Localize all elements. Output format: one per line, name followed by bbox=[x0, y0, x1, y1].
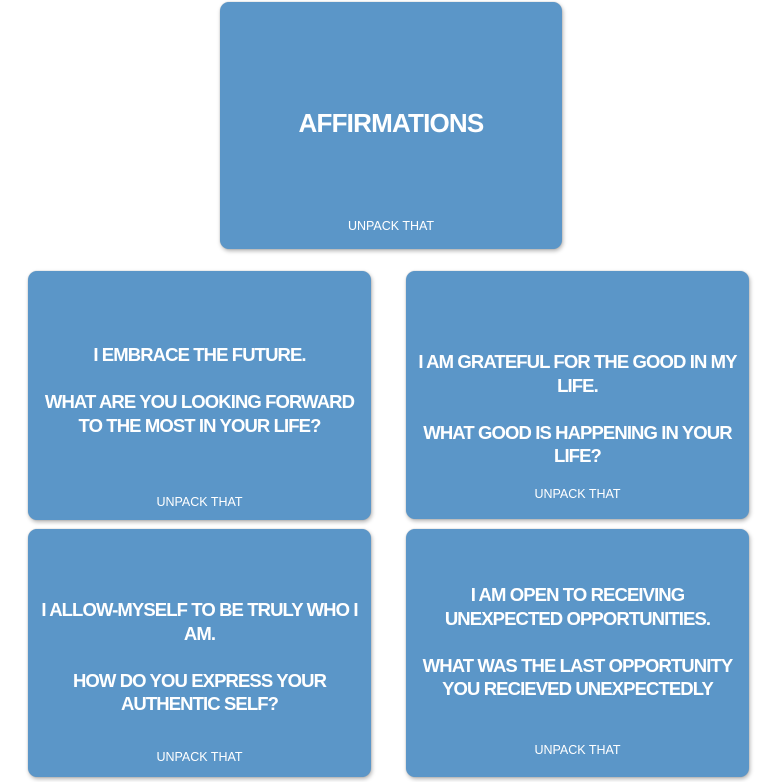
card-title: AFFIRMATIONS bbox=[298, 108, 485, 138]
card-affirmation: I AM GRATEFUL FOR THE GOOD IN MY LIFE. bbox=[418, 351, 737, 396]
card-brand: UNPACK THAT bbox=[534, 487, 621, 501]
card-brand: UNPACK THAT bbox=[534, 743, 621, 757]
title-card: AFFIRMATIONS UNPACK THAT bbox=[220, 2, 562, 249]
card-question: HOW DO YOU EXPRESS YOUR AUTHENTIC SELF? bbox=[72, 669, 327, 715]
card-question: WHAT ARE YOU LOOKING FORWARD TO THE MOST… bbox=[44, 391, 355, 436]
card-brand: UNPACK THAT bbox=[156, 495, 243, 509]
card-text: I AM GRATEFUL FOR THE GOOD IN MY LIFE. W… bbox=[414, 350, 741, 468]
card-question: WHAT WAS THE LAST OPPORTUNITY YOU RECIEV… bbox=[422, 654, 734, 700]
card-question: WHAT GOOD IS HAPPENING IN YOUR LIFE? bbox=[423, 421, 732, 467]
affirmation-card-grateful: I AM GRATEFUL FOR THE GOOD IN MY LIFE. W… bbox=[406, 271, 749, 519]
card-brand: UNPACK THAT bbox=[347, 219, 435, 233]
affirmation-card-authentic: I ALLOW-MYSELF TO BE TRULY WHO I AM. HOW… bbox=[28, 529, 371, 777]
affirmation-card-opportunities: I AM OPEN TO RECEIVING UNEXPECTED OPPORT… bbox=[406, 529, 749, 777]
card-affirmation: I AM OPEN TO RECEIVING UNEXPECTED OPPORT… bbox=[444, 584, 711, 629]
affirmation-card-future: I EMBRACE THE FUTURE. WHAT ARE YOU LOOKI… bbox=[28, 271, 371, 520]
card-brand: UNPACK THAT bbox=[156, 750, 243, 764]
card-affirmation: I ALLOW-MYSELF TO BE TRULY WHO I AM. bbox=[41, 599, 358, 644]
card-text: I AM OPEN TO RECEIVING UNEXPECTED OPPORT… bbox=[414, 583, 741, 701]
card-text: I ALLOW-MYSELF TO BE TRULY WHO I AM. HOW… bbox=[36, 598, 363, 716]
card-affirmation: I EMBRACE THE FUTURE. bbox=[93, 344, 306, 365]
card-text: I EMBRACE THE FUTURE. WHAT ARE YOU LOOKI… bbox=[36, 343, 363, 437]
